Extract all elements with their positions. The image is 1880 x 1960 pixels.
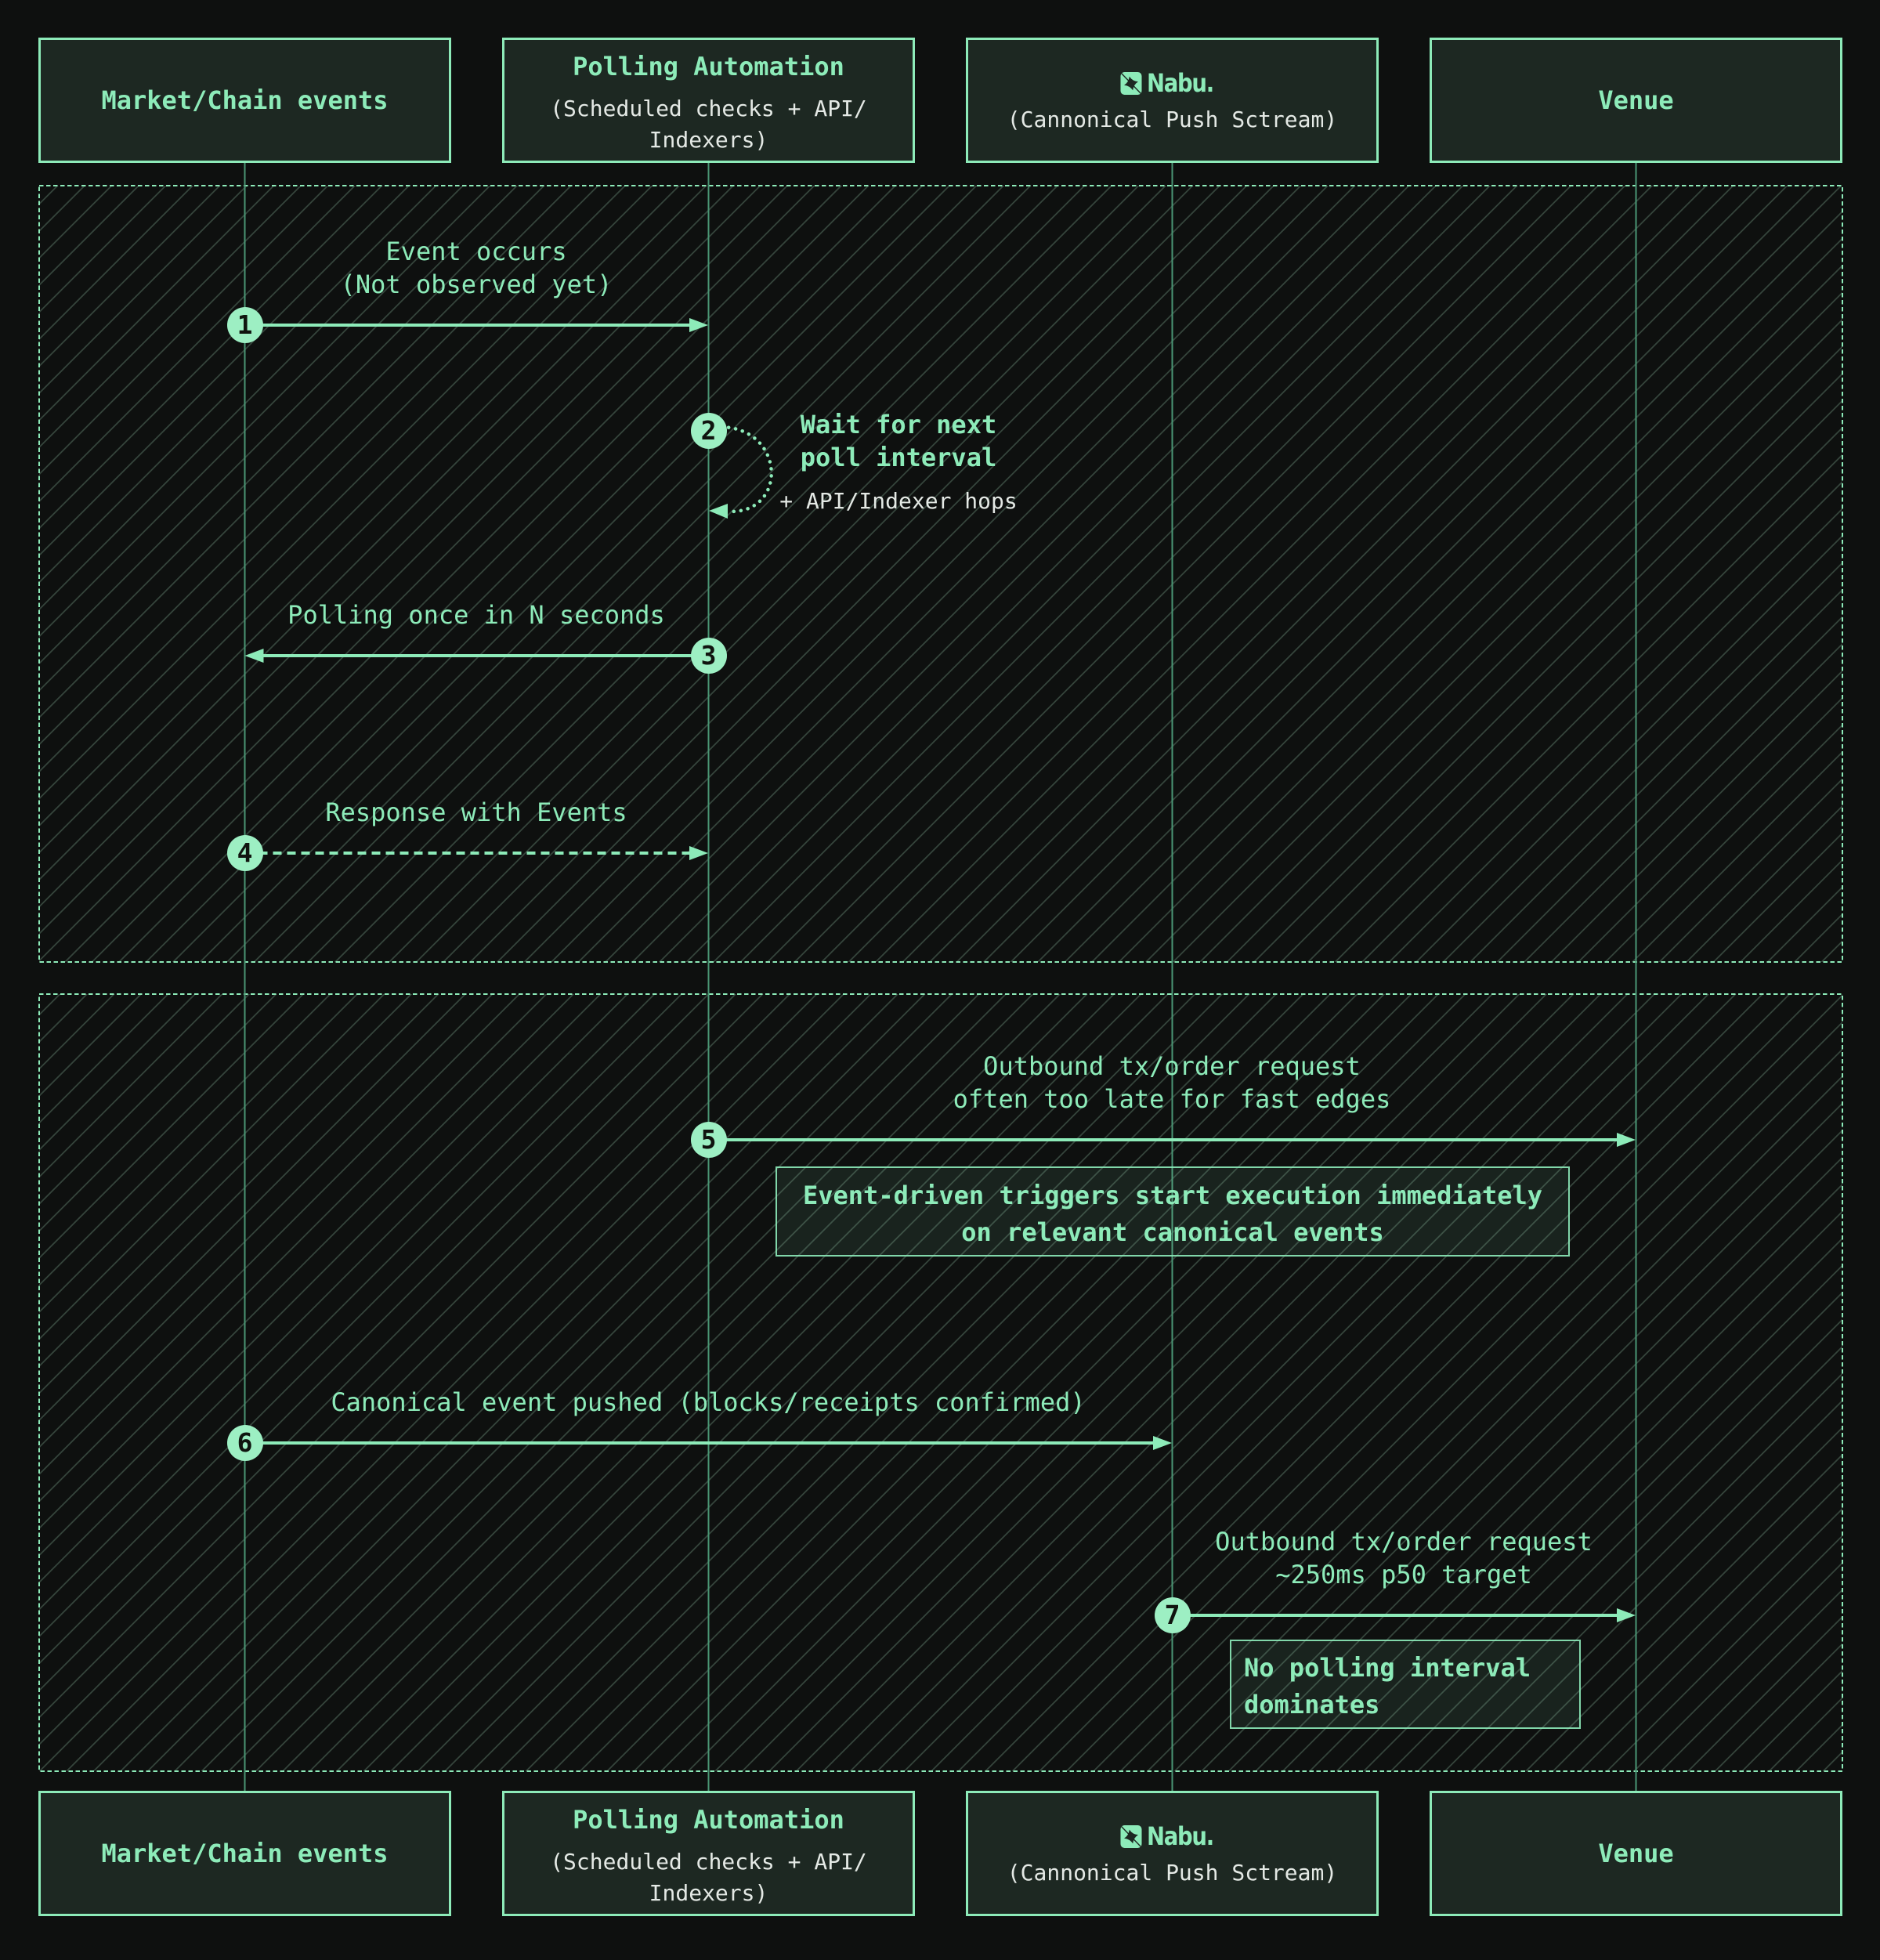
nabu-brand-text: Nabu.	[1147, 68, 1214, 98]
label-outbound-late: Outbound tx/order request often too late…	[953, 1050, 1391, 1116]
message-number-6: 6	[226, 1425, 263, 1461]
participant-bottom-nabu: Nabu. (Cannonical Push Sctream)	[966, 1791, 1379, 1916]
message-number-2: 2	[690, 413, 727, 449]
nabu-logo-icon	[1120, 71, 1142, 95]
label-subline: + API/Indexer hops	[779, 488, 1018, 514]
label-line: Response with Events	[325, 797, 627, 827]
participant-subtitle: Indexers)	[649, 127, 768, 153]
label-line: Outbound tx/order request	[983, 1051, 1361, 1081]
note-line: Event-driven triggers start execution im…	[802, 1180, 1542, 1210]
participant-title: Venue	[1598, 85, 1674, 115]
arrow-wait-poll-loop	[709, 425, 773, 519]
highlight-region-event-driven	[38, 993, 1843, 1772]
note-line: No polling interval	[1244, 1653, 1531, 1683]
message-number-3: 3	[690, 638, 727, 674]
participant-subtitle: (Cannonical Push Sctream)	[1007, 107, 1338, 132]
label-line: Wait for next	[800, 410, 997, 439]
label-line: often too late for fast edges	[953, 1084, 1391, 1114]
message-number-1: 1	[226, 307, 263, 343]
label-line: Polling once in N seconds	[287, 600, 665, 630]
arrow-event-occurs	[244, 318, 708, 332]
message-number-7: 7	[1154, 1597, 1191, 1633]
message-number-4: 4	[226, 835, 263, 871]
participant-title: Market/Chain events	[101, 85, 389, 115]
label-wait-poll: Wait for next poll interval + API/Indexe…	[779, 408, 1017, 518]
arrow-canonical-pushed	[244, 1436, 1172, 1450]
participant-top-venue: Venue	[1430, 38, 1842, 163]
participant-top-nabu: Nabu. (Cannonical Push Sctream)	[966, 38, 1379, 163]
label-line: Event occurs	[385, 237, 567, 266]
label-outbound-fast: Outbound tx/order request ~250ms p50 tar…	[1215, 1525, 1593, 1591]
label-polling-once: Polling once in N seconds	[287, 598, 665, 631]
label-canonical-pushed: Canonical event pushed (blocks/receipts …	[331, 1386, 1085, 1419]
participant-top-market-chain-events: Market/Chain events	[38, 38, 451, 163]
participant-title: Polling Automation	[573, 1805, 844, 1835]
highlight-region-polling	[38, 185, 1843, 963]
label-line: Outbound tx/order request	[1215, 1527, 1593, 1557]
participant-title: Market/Chain events	[101, 1839, 389, 1868]
nabu-brand-text: Nabu.	[1147, 1821, 1214, 1851]
label-response-events: Response with Events	[325, 796, 627, 829]
participant-subtitle: (Scheduled checks + API/	[550, 1849, 867, 1875]
note-event-driven-triggers: Event-driven triggers start execution im…	[776, 1166, 1570, 1257]
participant-title: Polling Automation	[573, 52, 844, 81]
participant-subtitle: (Scheduled checks + API/	[550, 96, 867, 121]
note-no-polling-interval: No polling interval dominates	[1230, 1640, 1581, 1729]
nabu-logo: Nabu.	[1120, 65, 1224, 101]
participant-bottom-polling-automation: Polling Automation (Scheduled checks + A…	[502, 1791, 915, 1916]
participant-title: Venue	[1598, 1839, 1674, 1868]
label-line: Canonical event pushed (blocks/receipts …	[331, 1387, 1086, 1417]
message-number-5: 5	[690, 1122, 727, 1158]
note-line: on relevant canonical events	[961, 1217, 1384, 1247]
participant-bottom-market-chain-events: Market/Chain events	[38, 1791, 451, 1916]
participant-bottom-venue: Venue	[1430, 1791, 1842, 1916]
participant-top-polling-automation: Polling Automation (Scheduled checks + A…	[502, 38, 915, 163]
label-line: poll interval	[800, 443, 997, 472]
arrow-polling-once	[244, 649, 709, 663]
arrow-outbound-fast	[1172, 1608, 1636, 1622]
note-line: dominates	[1244, 1690, 1380, 1720]
arrow-response-events	[244, 846, 708, 860]
label-line: ~250ms p50 target	[1275, 1560, 1532, 1589]
label-line: (Not observed yet)	[340, 269, 613, 299]
nabu-logo-icon	[1120, 1824, 1142, 1848]
nabu-logo: Nabu.	[1120, 1818, 1224, 1854]
participant-subtitle: (Cannonical Push Sctream)	[1007, 1860, 1338, 1886]
label-event-occurs: Event occurs (Not observed yet)	[341, 235, 613, 301]
participant-subtitle: Indexers)	[649, 1880, 768, 1906]
arrow-outbound-late	[708, 1133, 1636, 1147]
